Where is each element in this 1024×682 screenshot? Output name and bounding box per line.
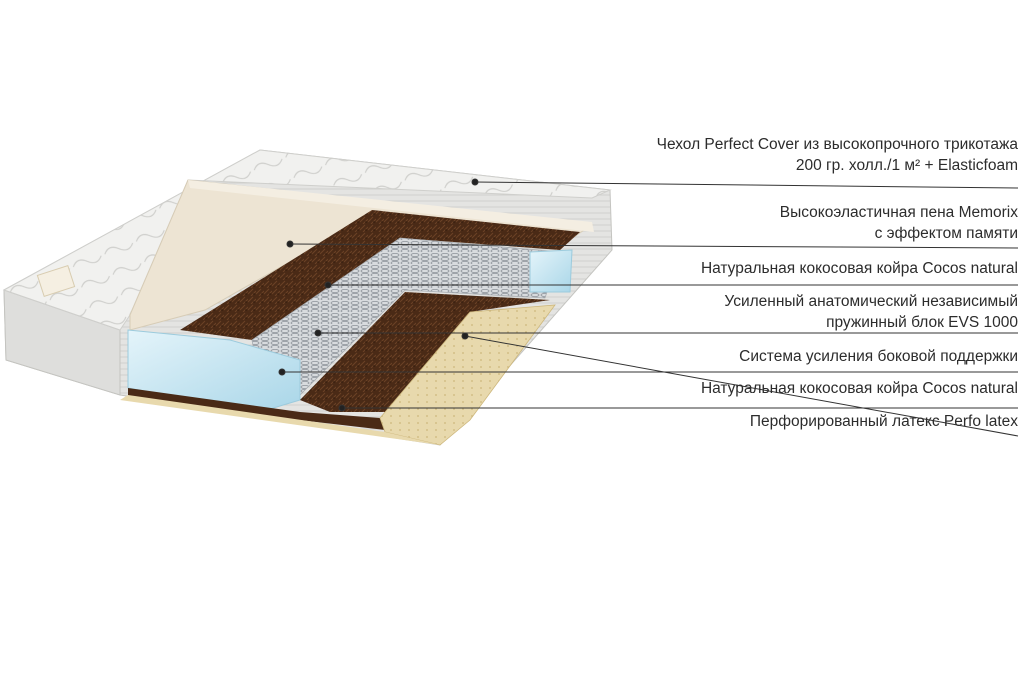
coir-bottom-layer — [300, 292, 550, 412]
label-side-support: Система усиления боковой поддержки — [739, 348, 1018, 365]
side-support-back — [529, 249, 573, 293]
leader-lines — [278, 178, 1019, 437]
label-coir-top: Натуральная кокосовая койра Cocos natura… — [700, 260, 1018, 277]
label-coir-bottom: Натуральная кокосовая койра Cocos natura… — [700, 380, 1018, 397]
label-cover: Чехол Perfect Cover из высокопрочного тр… — [656, 136, 1018, 174]
label-spring-block: Усиленный анатомический независимый пруж… — [724, 293, 1018, 331]
coir-top-layer — [180, 210, 580, 340]
label-latex: Перфорированный латекс Perfo latex — [749, 413, 1018, 430]
brand-tag — [36, 264, 76, 298]
label-memory-foam: Высокоэластичная пена Memorix с эффектом… — [779, 204, 1018, 242]
